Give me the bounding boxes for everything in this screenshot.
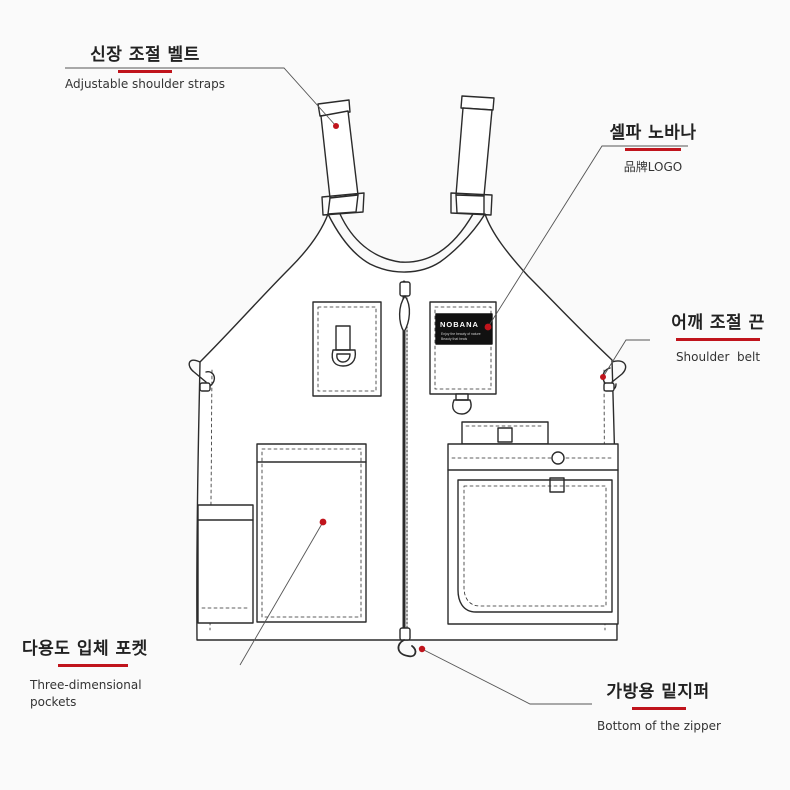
zipper-pull-bottom: [397, 639, 417, 658]
logo-brand: NOBANA: [440, 320, 479, 329]
lower-right-large-pocket: [447, 421, 619, 625]
logo-patch: [435, 313, 493, 345]
right-side-cord: [602, 360, 627, 392]
label-ko: 어깨 조절 끈: [671, 313, 765, 333]
label-adjustable-straps: 신장 조절 벨트 Adjustable shoulder straps: [65, 40, 225, 93]
label-pockets: 다용도 입체 포켓 Three-dimensional pockets: [22, 634, 148, 711]
left-shoulder-strap: [317, 99, 365, 216]
label-en: Adjustable shoulder straps: [65, 77, 226, 91]
label-en: Three-dimensional pockets: [30, 678, 142, 709]
label-underline: [118, 70, 172, 73]
logo-tagline-2: Beauty that heals: [441, 337, 468, 341]
label-ko: 신장 조절 벨트: [90, 45, 200, 65]
label-shoulder-belt: 어깨 조절 끈 Shoulder belt: [668, 308, 768, 366]
right-shoulder-strap: [450, 95, 495, 216]
label-en: Shoulder belt: [675, 350, 761, 364]
label-en: Bottom of the zipper: [597, 719, 721, 733]
lower-left-large-pocket: [256, 443, 367, 623]
leader-lines: [65, 67, 688, 705]
label-underline: [632, 707, 686, 710]
left-side-cord: [188, 359, 216, 392]
label-en: 品牌LOGO: [623, 160, 683, 174]
label-underline: [676, 338, 760, 341]
marker-dots: [319, 123, 606, 653]
label-underline: [625, 148, 681, 151]
upper-left-chest-pocket: [312, 301, 382, 397]
center-zipper: [397, 280, 417, 658]
label-underline: [58, 664, 128, 667]
label-ko: 다용도 입체 포켓: [22, 639, 148, 659]
label-ko: 셀파 노바나: [609, 123, 697, 143]
label-zipper-bottom: 가방용 밑지퍼 Bottom of the zipper: [592, 677, 724, 735]
label-logo: 셀파 노바나 品牌LOGO: [608, 118, 698, 176]
label-ko: 가방용 밑지퍼: [606, 682, 710, 702]
logo-tagline: Enjoy the beauty of nature: [441, 332, 481, 336]
lower-left-side-pocket: [197, 504, 254, 624]
